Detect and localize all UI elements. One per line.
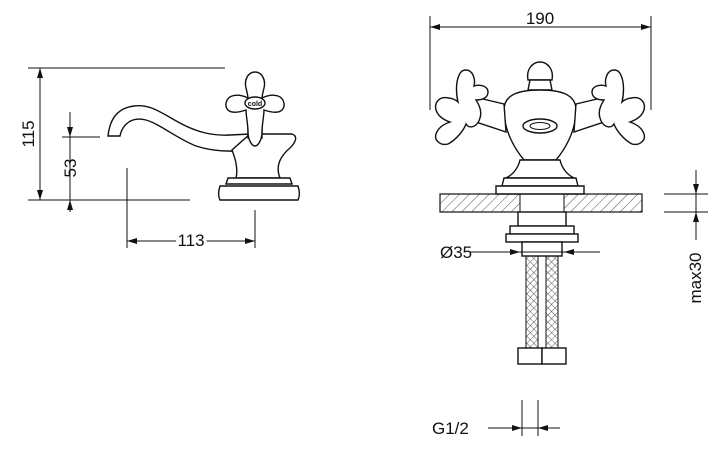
- left-hose: [525, 255, 539, 349]
- front-faucet-body: [434, 61, 646, 195]
- front-view: 190: [429, 9, 708, 438]
- dim-spout-reach: 113: [126, 168, 256, 253]
- dim-spout-height: 53: [61, 112, 100, 212]
- front-right-handle: [591, 69, 646, 146]
- side-faucet-body: cold: [107, 71, 301, 201]
- label-max-thickness: max30: [686, 252, 705, 303]
- side-handle-cap: [244, 96, 266, 110]
- front-finial-neck: [527, 79, 553, 91]
- side-spout: [107, 105, 251, 152]
- front-finial: [526, 61, 554, 81]
- label-hole-diameter: Ø35: [440, 243, 472, 262]
- right-hose: [545, 255, 559, 349]
- dim-hole-diameter: Ø35: [440, 243, 600, 262]
- front-aerator-inner: [529, 122, 551, 130]
- side-body-pillar: [231, 133, 297, 179]
- dim-overall-height: 115: [19, 68, 43, 200]
- flexible-hoses: [517, 255, 567, 365]
- label-thread: G1/2: [432, 419, 469, 438]
- mounting-washer: [509, 225, 575, 235]
- right-hose-connector: [541, 347, 567, 365]
- dim-overall-width: 190: [429, 9, 652, 110]
- side-view: 115 53 113: [19, 67, 301, 253]
- front-lower-body: [505, 159, 575, 179]
- handle-marking: cold: [248, 101, 262, 108]
- front-collar: [501, 177, 579, 187]
- front-aerator: [522, 118, 558, 134]
- dim-thread: G1/2: [432, 400, 560, 438]
- label-overall-width: 190: [526, 9, 554, 28]
- countertop-hole: [519, 193, 565, 213]
- left-hose-connector: [517, 347, 543, 365]
- mounting-plate: [505, 233, 579, 243]
- side-flange: [217, 185, 301, 201]
- mounting-nut: [517, 211, 567, 227]
- label-spout-height: 53: [61, 159, 80, 178]
- label-spout-reach: 113: [177, 231, 204, 250]
- dim-max-thickness: max30: [664, 170, 708, 304]
- front-left-handle: [434, 69, 489, 146]
- mounting-assembly: [505, 211, 579, 257]
- side-collar: [225, 177, 293, 185]
- shank: [521, 241, 563, 257]
- front-flange: [495, 185, 585, 195]
- label-overall-height: 115: [19, 120, 38, 147]
